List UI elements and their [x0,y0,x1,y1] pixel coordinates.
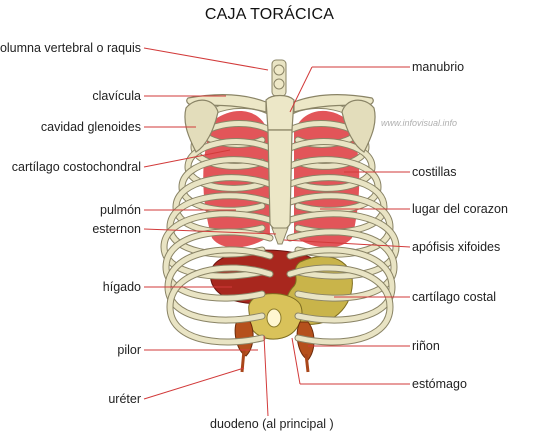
watermark: www.infovisual.info [381,118,457,128]
label-duodeno: duodeno (al principal ) [210,417,334,431]
label-pilor: pilor [117,343,141,357]
label-clavicula: clavícula [92,89,141,103]
label-higado: hígado [103,280,141,294]
label-ureter: uréter [108,392,141,406]
diagram-title: CAJA TORÁCICA [0,6,539,24]
manubrium-shape [266,96,294,131]
label-costillas: costillas [412,165,456,179]
leader-line [264,336,268,416]
label-cavidad-glenoides: cavidad glenoides [41,120,141,134]
label-apofisis-xifoides: apófisis xifoides [412,240,500,254]
label-pulmon: pulmón [100,203,141,217]
duodenum-lumen [267,309,281,327]
label-cartilago-costochondral: cartílago costochondral [12,160,141,174]
label-cartilago-costal: cartílago costal [412,290,496,304]
label-lugar-del-corazon: lugar del corazon [412,202,508,216]
sternum [266,96,294,245]
label-esternon: esternon [92,222,141,236]
ureter-right [306,354,308,372]
spine [272,60,286,96]
leader-line [144,48,268,70]
leader-line [144,368,244,399]
label-estomago: estómago [412,377,467,391]
label-columna-vertebral: columna vertebral o raquis [0,41,141,55]
label-manubrio: manubrio [412,60,464,74]
label-rinon: riñon [412,339,440,353]
sternum-body [268,130,292,230]
xiphoid-process [272,228,288,244]
